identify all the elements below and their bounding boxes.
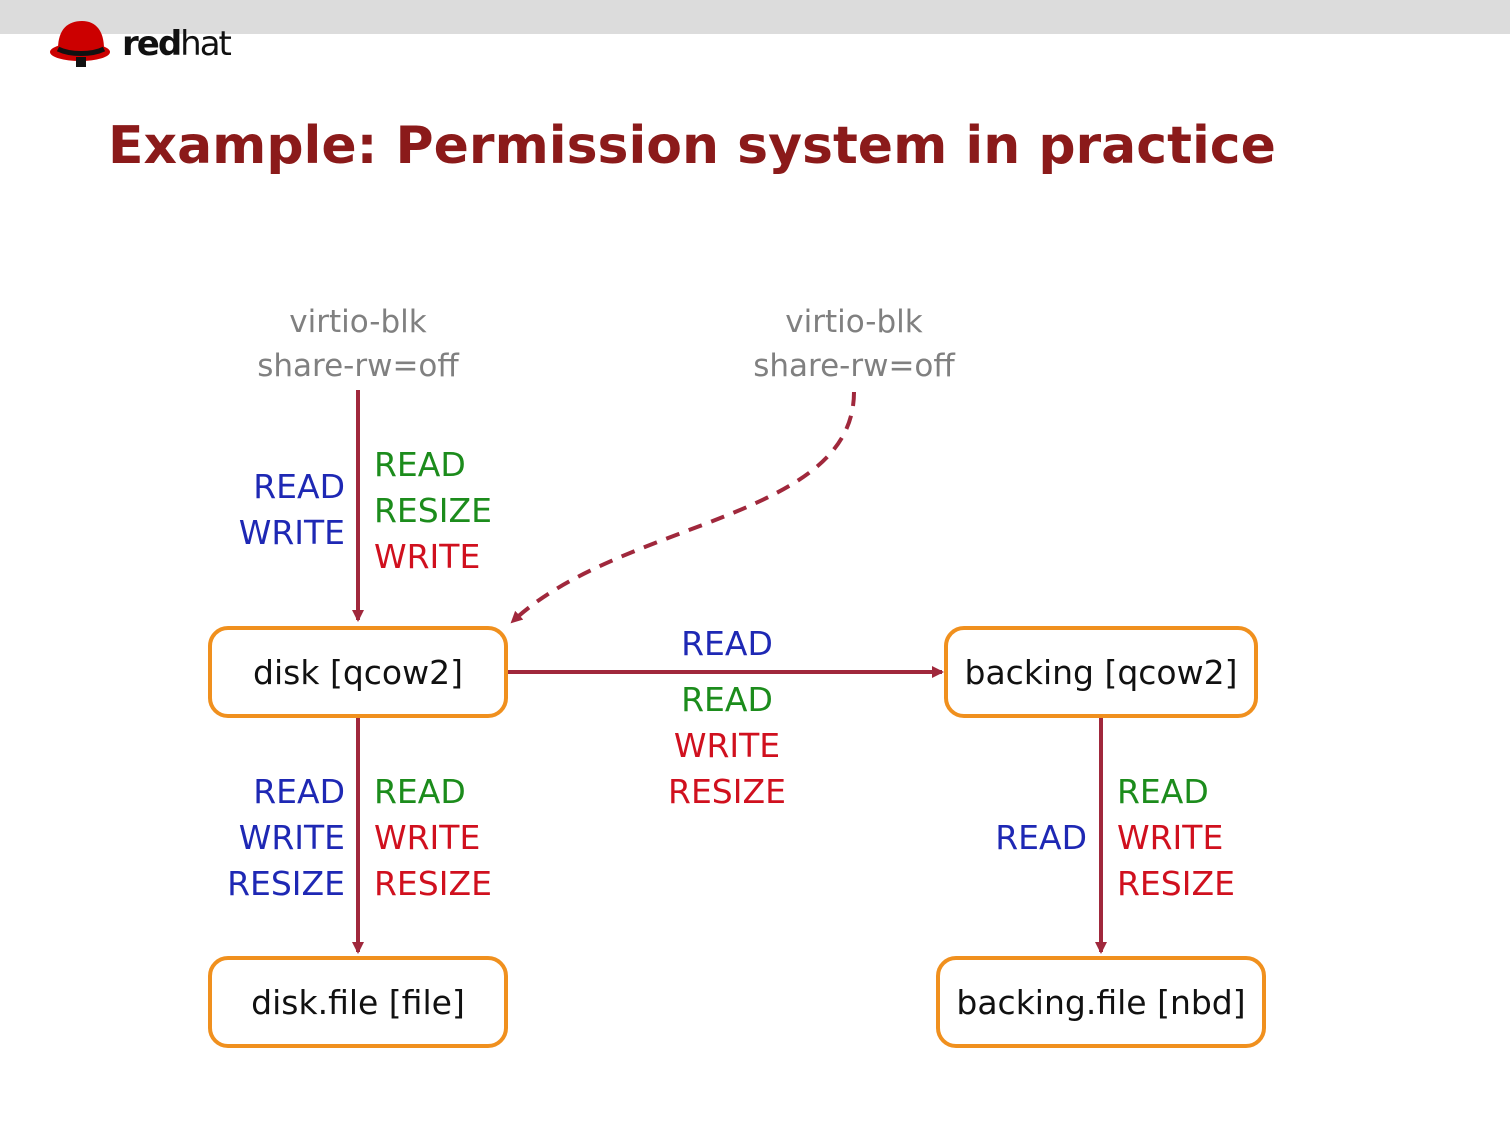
node-backing-file: backing.file [nbd] [936,956,1266,1048]
perm-item: READ [253,467,345,506]
shared-backing-to-file: READ WRITE RESIZE [1117,769,1235,907]
logo-text: redhat [122,24,232,64]
shared-item: WRITE [673,726,781,765]
perm-item: READ [681,624,773,663]
shared-disk-to-file: READ WRITE RESIZE [374,769,492,907]
shared-item: READ [374,772,466,811]
perm-item: RESIZE [227,864,345,903]
shared-item: WRITE [1117,818,1224,857]
shared-item: RESIZE [374,864,492,903]
node-backing: backing [qcow2] [944,626,1258,718]
shared-item: READ [1117,772,1209,811]
perm-item: WRITE [238,818,345,857]
device-option: share-rw=off [753,348,955,384]
perm-backing-to-file: READ [995,815,1087,861]
device-name: virtio-blk [289,304,427,340]
shared-item: RESIZE [1117,864,1235,903]
perm-disk-to-file: READ WRITE RESIZE [227,769,345,907]
shared-disk-to-backing: READ WRITE RESIZE [627,677,827,815]
shared-item: READ [681,680,773,719]
shared-item: WRITE [374,537,481,576]
perm-dev1-to-disk: READ WRITE [239,464,345,556]
shared-item: RESIZE [374,491,492,530]
shared-dev1-to-disk: READ RESIZE WRITE [374,442,492,580]
redhat-logo: redhat [48,16,232,72]
node-disk: disk [qcow2] [208,626,508,718]
device-label-2: virtio-blk share-rw=off [704,300,1004,388]
perm-item: WRITE [238,513,345,552]
perm-item: READ [995,818,1087,857]
slide-title: Example: Permission system in practice [108,116,1276,176]
edge-dev2-to-disk [510,391,856,624]
shared-item: WRITE [374,818,481,857]
shadowman-hat-icon [50,21,110,67]
device-option: share-rw=off [257,348,459,384]
device-name: virtio-blk [785,304,923,340]
top-bar [0,0,1510,34]
node-disk-file: disk.file [file] [208,956,508,1048]
shared-item: READ [374,445,466,484]
perm-disk-to-backing: READ [627,621,827,667]
perm-item: READ [253,772,345,811]
device-label-1: virtio-blk share-rw=off [208,300,508,388]
shared-item: RESIZE [668,772,786,811]
